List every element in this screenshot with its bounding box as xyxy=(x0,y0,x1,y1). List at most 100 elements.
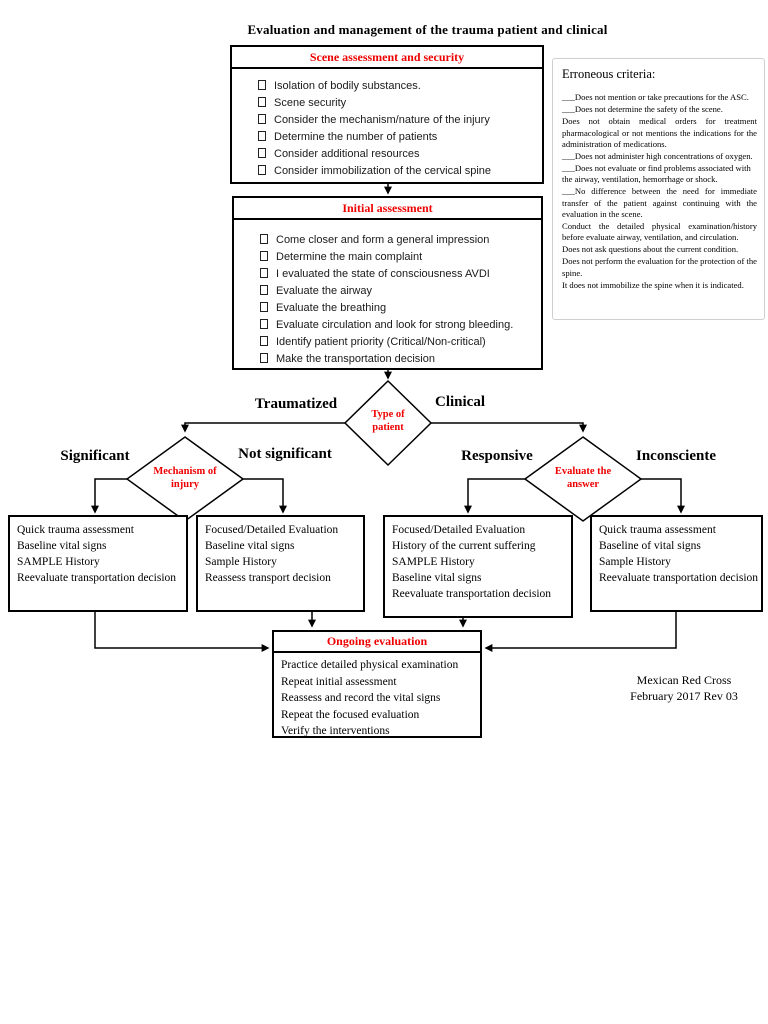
checklist-item-label: Come closer and form a general impressio… xyxy=(276,234,490,246)
checkbox-icon xyxy=(258,165,266,175)
branch-not-significant: Not significant xyxy=(238,446,332,462)
erroneous-item: ___No difference between the need for im… xyxy=(562,186,757,219)
outcome-item: Baseline of vital signs xyxy=(599,540,701,552)
ongoing-item: Repeat initial assessment xyxy=(281,675,397,688)
outcome-item: Quick trauma assessment xyxy=(17,524,134,536)
diamond-type-of-patient xyxy=(343,379,433,467)
checklist-item-label: Evaluate circulation and look for strong… xyxy=(276,319,514,331)
ongoing-item: Repeat the focused evaluation xyxy=(281,708,420,721)
arrow-responsive xyxy=(464,478,525,514)
ongoing-item: Verify the interventions xyxy=(281,725,390,737)
ongoing-evaluation-header: Ongoing evaluation xyxy=(274,632,480,653)
arrow-traumatized xyxy=(181,422,345,433)
checklist-item: Consider additional resources xyxy=(258,146,534,163)
checklist-item-label: Scene security xyxy=(274,97,347,109)
checklist-item-label: Evaluate the airway xyxy=(276,285,372,297)
outcome-item: Quick trauma assessment xyxy=(599,524,716,536)
outcome-item: Sample History xyxy=(599,556,671,568)
erroneous-item: Does not ask questions about the current… xyxy=(562,244,739,255)
arrow-inconsciente xyxy=(641,478,685,514)
checkbox-icon xyxy=(258,148,266,158)
checkbox-icon xyxy=(260,268,268,278)
outcome-item: Focused/Detailed Evaluation xyxy=(205,524,339,536)
checklist-item-label: Consider additional resources xyxy=(274,148,420,160)
checkbox-icon xyxy=(258,80,266,90)
ongoing-item: Practice detailed physical examination xyxy=(281,659,459,671)
checkbox-icon xyxy=(260,251,268,261)
checklist-item-label: Identify patient priority (Critical/Non-… xyxy=(276,336,486,348)
outcome-item: Reevaluate transportation decision xyxy=(17,572,177,584)
initial-assessment-header: Initial assessment xyxy=(234,198,541,220)
checkbox-icon xyxy=(260,336,268,346)
outcome-item: Baseline vital signs xyxy=(205,540,295,552)
outcome-box-inconsciente: Quick trauma assessment Baseline of vita… xyxy=(590,515,763,612)
outcome-box-not-significant: Focused/Detailed Evaluation Baseline vit… xyxy=(196,515,365,612)
erroneous-item: Conduct the detailed physical examinatio… xyxy=(562,220,757,243)
checklist-item: Evaluate the breathing xyxy=(260,300,533,317)
outcome-item: Focused/Detailed Evaluation xyxy=(392,524,526,536)
scene-assessment-box: Scene assessment and security Isolation … xyxy=(230,45,544,184)
ongoing-evaluation-box: Ongoing evaluation Practice detailed phy… xyxy=(272,630,482,738)
erroneous-item: It does not immobilize the spine when it… xyxy=(562,279,744,290)
checkbox-icon xyxy=(260,319,268,329)
checkbox-icon xyxy=(258,97,266,107)
erroneous-item: ___Does not mention or take precautions … xyxy=(562,92,749,102)
checklist-item-label: Evaluate the breathing xyxy=(276,302,387,314)
arrow-not-significant xyxy=(243,478,287,514)
checkbox-icon xyxy=(260,285,268,295)
footer-org: Mexican Red Cross xyxy=(636,673,732,687)
checklist-item: Determine the main complaint xyxy=(260,249,533,266)
checklist-item-label: I evaluated the state of consciousness A… xyxy=(276,268,490,280)
mechanism-of-injury-label: Mechanism of injury xyxy=(153,466,217,490)
outcome-item: SAMPLE History xyxy=(17,556,100,568)
checkbox-icon xyxy=(260,353,268,363)
checklist-item-label: Consider the mechanism/nature of the inj… xyxy=(274,114,490,126)
outcome-item: Baseline vital signs xyxy=(17,540,107,552)
checklist-item-label: Isolation of bodily substances. xyxy=(274,80,421,92)
checklist-item-label: Make the transportation decision xyxy=(276,353,435,365)
outcome-box-responsive: Focused/Detailed Evaluation History of t… xyxy=(383,515,573,618)
erroneous-item: ___Does not determine the safety of the … xyxy=(562,104,723,115)
erroneous-criteria-panel: Erroneous criteria: ___Does not mention … xyxy=(552,58,765,320)
erroneous-item: ___Does not administer high concentratio… xyxy=(562,150,753,161)
outcome-item: SAMPLE History xyxy=(392,556,475,568)
checklist-item: Come closer and form a general impressio… xyxy=(260,232,533,249)
erroneous-criteria-list: ___Does not mention or take precautions … xyxy=(562,92,757,291)
footer-revision: February 2017 Rev 03 xyxy=(630,689,738,703)
checklist-item-label: Determine the main complaint xyxy=(276,251,423,263)
branch-traumatized: Traumatized xyxy=(254,396,338,412)
branch-inconsciente: Inconsciente xyxy=(636,448,716,464)
branch-responsive: Responsive xyxy=(461,448,533,464)
outcome-item: History of the current suffering xyxy=(392,540,536,552)
checklist-item-label: Determine the number of patients xyxy=(274,131,438,143)
arrow-significant xyxy=(91,478,127,514)
diamond-evaluate-answer xyxy=(523,436,643,522)
checkbox-icon xyxy=(260,302,268,312)
arrow-clinical xyxy=(431,422,587,433)
initial-assessment-box: Initial assessment Come closer and form … xyxy=(232,196,543,370)
checklist-item: Evaluate circulation and look for strong… xyxy=(260,317,533,334)
ongoing-item: Reassess and record the vital signs xyxy=(281,692,441,704)
branch-significant: Significant xyxy=(60,448,130,464)
initial-assessment-checklist: Come closer and form a general impressio… xyxy=(234,220,541,368)
checklist-item: Consider immobilization of the cervical … xyxy=(258,163,534,180)
branch-clinical: Clinical xyxy=(434,394,486,410)
checkbox-icon xyxy=(258,114,266,124)
type-of-patient-label: Type of patient xyxy=(371,409,405,433)
outcome-item: Baseline vital signs xyxy=(392,572,482,584)
outcome-item: Reevaluate transportation decision xyxy=(392,588,552,600)
checklist-item: Determine the number of patients xyxy=(258,129,534,146)
arrow-box1-to-ongoing xyxy=(94,612,270,652)
outcome-item: Reassess transport decision xyxy=(205,572,331,584)
evaluate-answer-label: Evaluate the answer xyxy=(554,466,612,490)
checklist-item: Scene security xyxy=(258,95,534,112)
checklist-item-label: Consider immobilization of the cervical … xyxy=(274,165,492,177)
checkbox-icon xyxy=(258,131,266,141)
footer-note: Mexican Red Cross February 2017 Rev 03 xyxy=(596,672,768,704)
outcome-item: Sample History xyxy=(205,556,277,568)
page-title: Evaluation and management of the trauma … xyxy=(247,22,608,37)
erroneous-criteria-title: Erroneous criteria: xyxy=(562,67,656,81)
checklist-item: I evaluated the state of consciousness A… xyxy=(260,266,533,283)
